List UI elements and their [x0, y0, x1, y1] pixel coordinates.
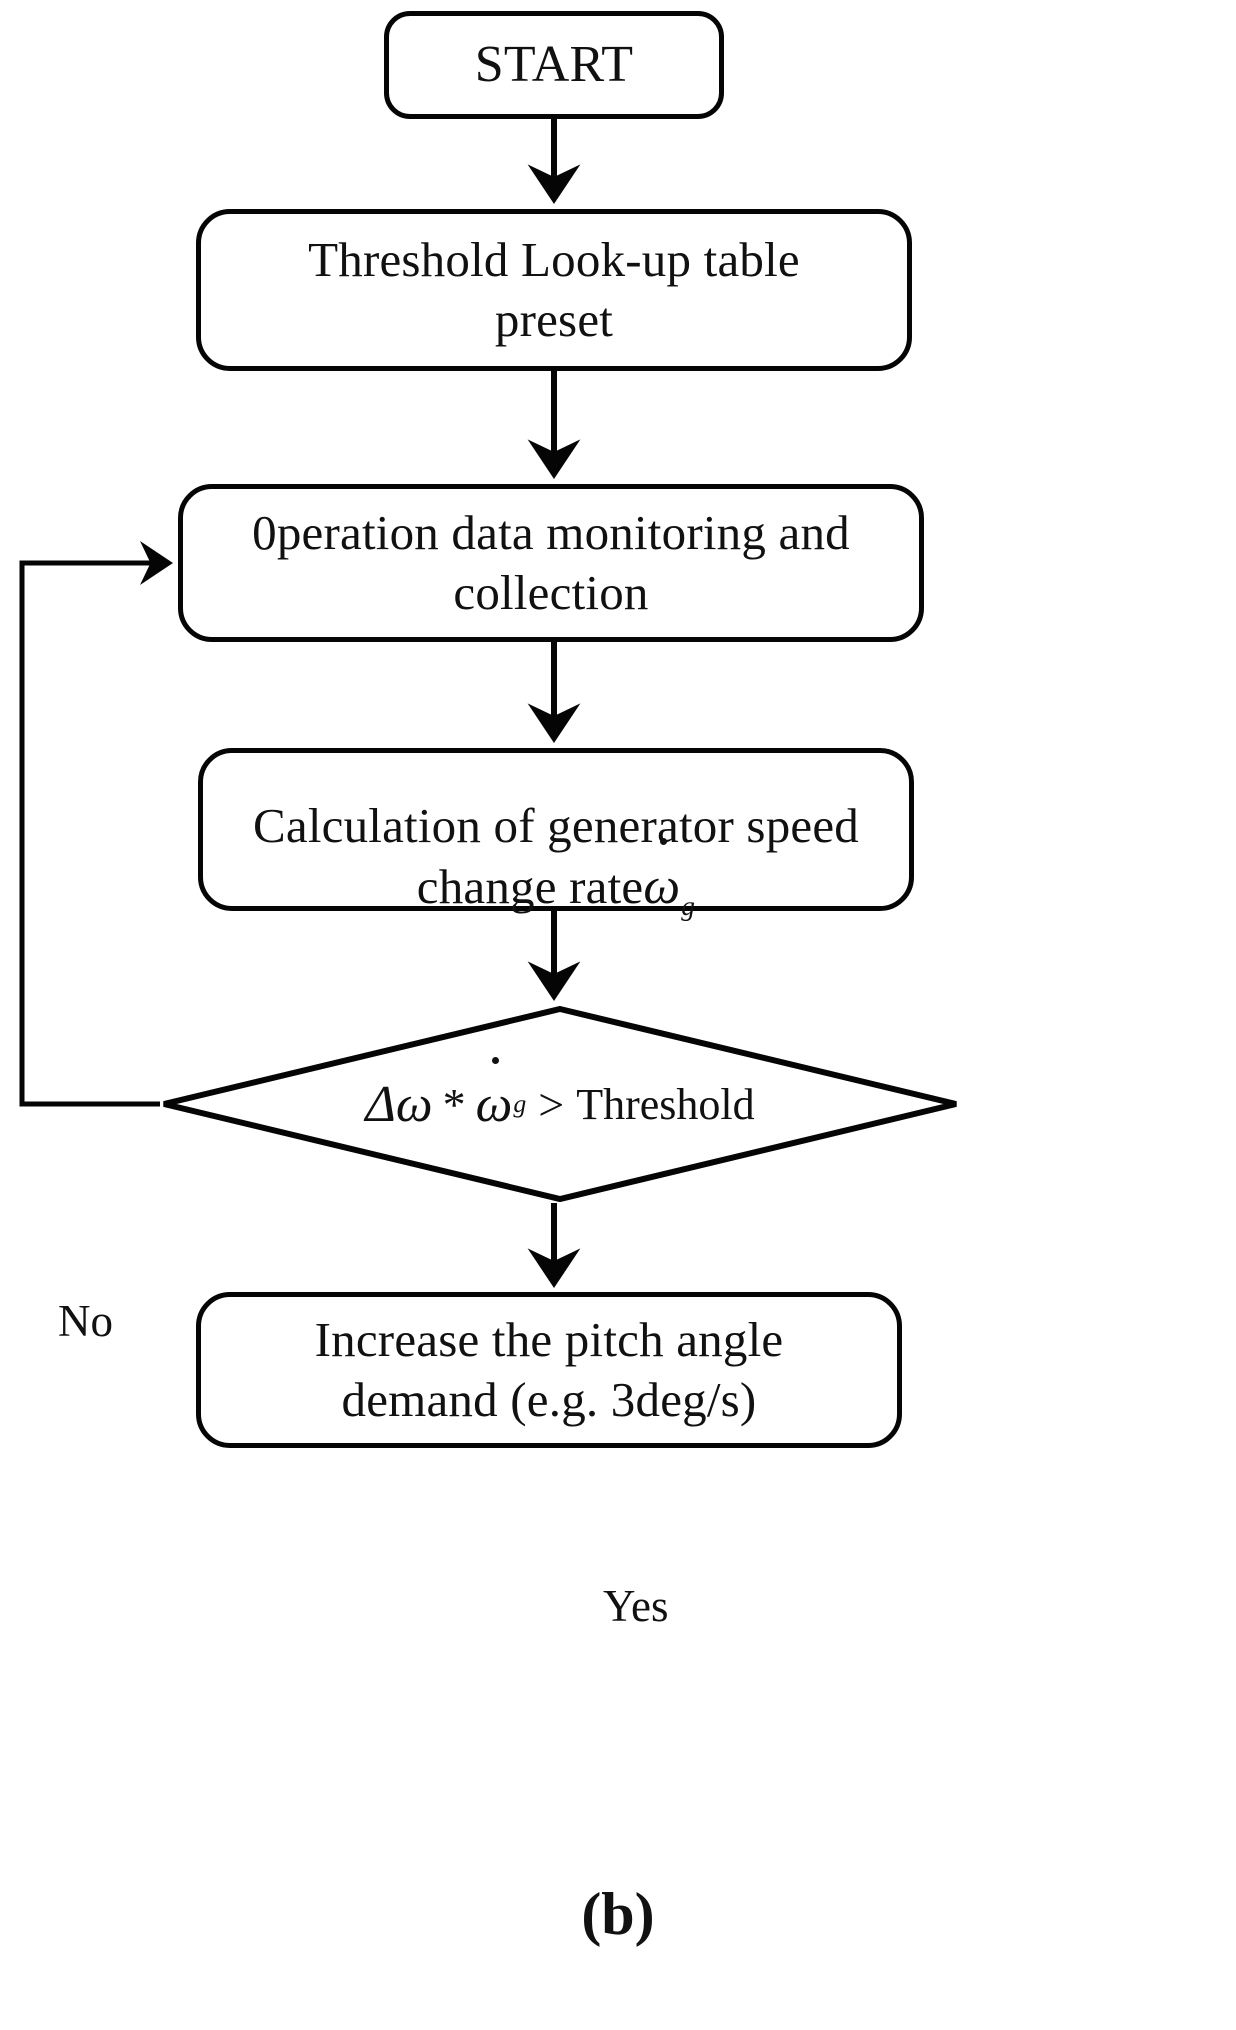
node-operation-monitoring-label: 0peration data monitoring and collection [252, 505, 850, 620]
node-start-label: START [474, 36, 634, 94]
node-increase-pitch[interactable]: Increase the pitch angle demand (e.g. 3d… [196, 1292, 902, 1448]
node-threshold-preset[interactable]: Threshold Look-up table preset [196, 209, 912, 371]
node-calculation-text: Calculation of generator speed change ra… [252, 797, 859, 915]
multiply-operator: * [442, 1078, 466, 1130]
node-calculation[interactable]: Calculation of generator speed change ra… [198, 748, 914, 921]
omega-dot-subscript: g [513, 1089, 527, 1118]
branch-label-yes: Yes [603, 1581, 669, 1631]
decision-diamond-shape [163, 1005, 957, 1203]
branch-label-no: No [58, 1296, 113, 1346]
node-operation-monitoring[interactable]: 0peration data monitoring and collection [178, 484, 924, 642]
node-threshold-preset-label: Threshold Look-up table preset [308, 232, 800, 347]
omega-dot-symbol: ω [475, 1056, 513, 1133]
figure-caption: (b) [581, 1881, 655, 1947]
edge-decision-no-to-monitoring [19, 541, 174, 1107]
greater-than-operator: > [538, 1078, 565, 1130]
node-start[interactable]: START [384, 11, 724, 119]
omega-subscript: g [681, 890, 696, 921]
delta-omega-symbol: Δω [365, 1075, 433, 1133]
node-increase-pitch-label: Increase the pitch angle demand (e.g. 3d… [314, 1312, 784, 1427]
omega-dot-symbol: ω [643, 837, 680, 918]
threshold-word: Threshold [576, 1079, 755, 1129]
node-calculation-label: Calculation of generator speed change ra… [239, 736, 873, 924]
